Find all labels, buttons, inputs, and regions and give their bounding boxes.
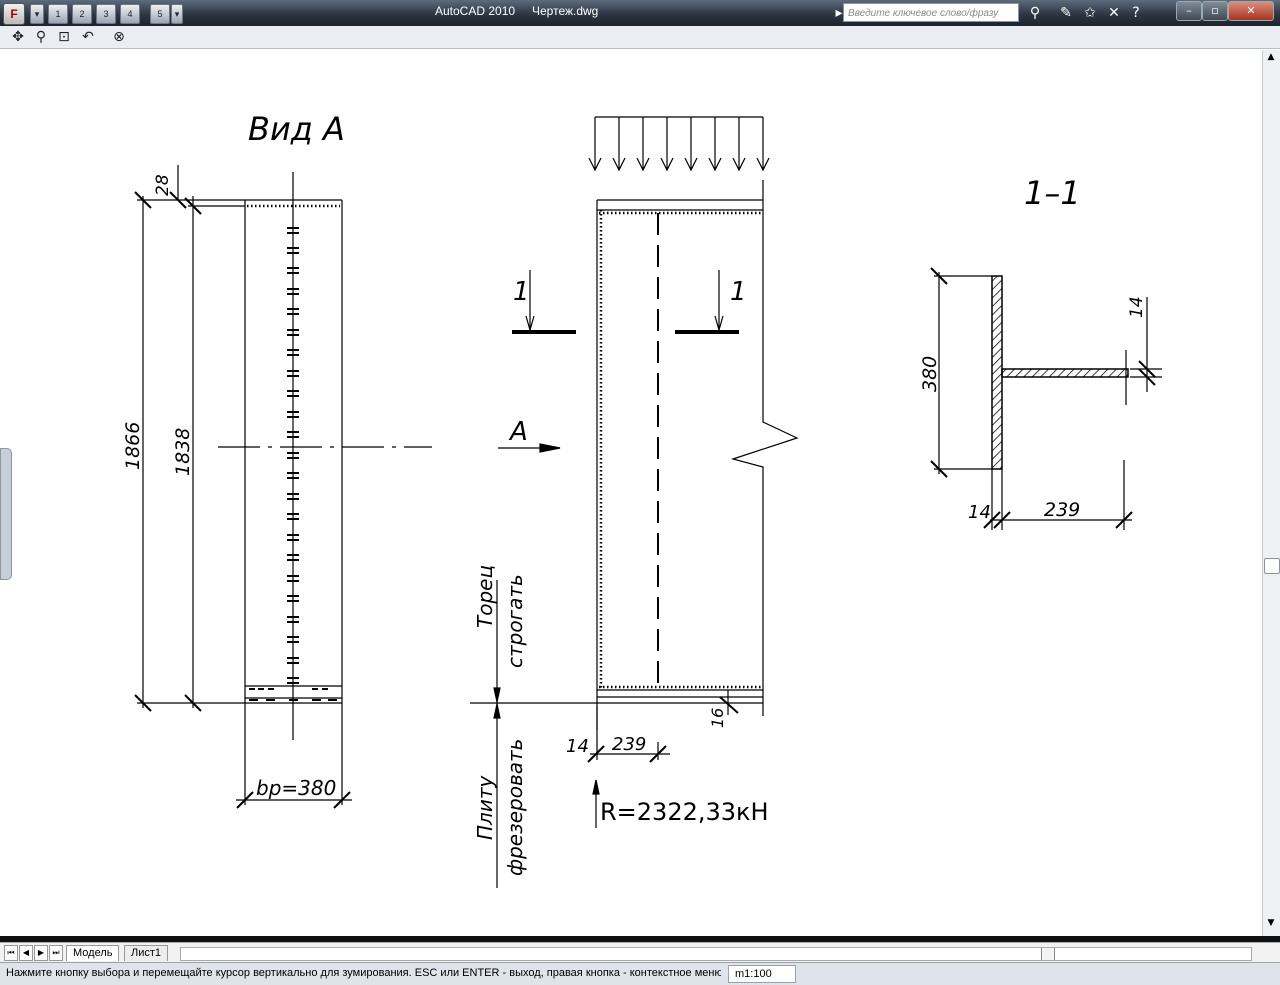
dim-1838-label: 1838 [172, 428, 194, 476]
view-arrow-label: А [508, 417, 528, 447]
app-title: AutoCAD 2010 [435, 4, 516, 18]
help-icon[interactable]: ? [1132, 5, 1140, 21]
tab-sheet1[interactable]: Лист1 [124, 945, 169, 961]
first-tab-icon[interactable]: ⏮ [4, 945, 18, 961]
dim-1866-label: 1866 [122, 422, 144, 470]
note-bottom-line-2: фрезеровать [503, 739, 527, 876]
quick-access-button-1[interactable]: 1 [48, 4, 68, 24]
note-bottom-line-1: Плиту [473, 775, 497, 840]
tools-icon[interactable]: ✎ [1060, 5, 1072, 21]
dim-16-label: 16 [708, 708, 727, 728]
application-menu-button[interactable]: F [3, 3, 25, 25]
dim-14-label: 14 [566, 736, 589, 757]
file-title: Чертеж.dwg [532, 4, 599, 18]
title-bar: F ▾ 1 2 3 4 5 ▾ AutoCAD 2010 Чертеж.dwg … [0, 0, 1280, 26]
zoom-realtime-icon[interactable]: ⚲ [35, 29, 47, 45]
note-top-line-2: строгать [503, 574, 527, 668]
sec-dim-14-bottom-label: 14 [968, 502, 991, 523]
last-tab-icon[interactable]: ⏭ [49, 945, 63, 961]
quick-access-button-2[interactable]: 2 [72, 4, 92, 24]
maximize-button[interactable]: ▫ [1202, 1, 1228, 21]
scroll-thumb[interactable] [1264, 558, 1280, 574]
drawing-canvas[interactable]: Вид А 28 1866 1838 bp=380 1 1 А Торец ст… [0, 50, 1262, 934]
sec-dim-14-top-label: 14 [1127, 296, 1147, 318]
close-zoom-icon[interactable]: ⊗ [113, 29, 125, 45]
status-bar: Нажмите кнопку выбора и перемещайте курс… [0, 962, 1280, 985]
scroll-down-icon[interactable]: ▼ [1267, 918, 1275, 928]
palette-handle[interactable] [0, 448, 12, 580]
zoom-toolbar: ✥ ⚲ ⊡ ↶ ⊗ [0, 26, 1280, 49]
pan-icon[interactable]: ✥ [12, 29, 24, 45]
zoom-previous-icon[interactable]: ↶ [82, 29, 94, 45]
section-mark-right: 1 [730, 277, 747, 307]
view-a-title: Вид А [248, 110, 345, 148]
vertical-scrollbar[interactable]: ▲ ▼ [1262, 50, 1280, 936]
sec-dim-380-label: 380 [919, 356, 941, 392]
horizontal-scrollbar[interactable] [180, 947, 1252, 961]
next-tab-icon[interactable]: ▶ [34, 945, 48, 961]
expand-arrow-icon[interactable]: ▸ [835, 5, 843, 21]
dim-28-label: 28 [153, 174, 173, 196]
section-title: 1–1 [1024, 174, 1081, 212]
section-mark-left: 1 [513, 277, 530, 307]
reaction-label: R=2322,33кН [600, 798, 769, 826]
minimize-button[interactable]: – [1176, 1, 1202, 21]
layout-tabs-bar: ⏮ ◀ ▶ ⏭ Модель Лист1 [0, 942, 1280, 963]
divider [0, 936, 1280, 942]
dropdown-icon[interactable]: ▾ [171, 4, 183, 24]
tab-model[interactable]: Модель [66, 945, 120, 961]
note-top-line-1: Торец [473, 565, 497, 628]
scale-indicator[interactable]: m1:100 [728, 965, 796, 983]
zoom-window-icon[interactable]: ⊡ [58, 29, 70, 45]
dropdown-icon[interactable]: ▾ [30, 4, 44, 24]
search-input[interactable]: Введите ключевое слово/фразу [843, 3, 1019, 22]
quick-access-button-5[interactable]: 5 [150, 4, 170, 24]
sec-dim-239-label: 239 [1044, 499, 1080, 521]
star-icon[interactable]: ✩ [1084, 5, 1096, 21]
dim-239-label: 239 [612, 734, 646, 755]
status-message: Нажмите кнопку выбора и перемещайте курс… [6, 967, 721, 979]
quick-access-button-4[interactable]: 4 [120, 4, 140, 24]
scroll-up-icon[interactable]: ▲ [1267, 52, 1275, 62]
dim-bp-label: bp=380 [256, 776, 336, 800]
binoculars-icon[interactable]: ⚲ [1029, 5, 1041, 21]
drawing-svg: Вид А 28 1866 1838 bp=380 1 1 А Торец ст… [122, 110, 1162, 888]
prev-tab-icon[interactable]: ◀ [19, 945, 33, 961]
quick-access-button-3[interactable]: 3 [96, 4, 116, 24]
horizontal-scroll-thumb[interactable] [1041, 948, 1055, 960]
exchange-icon[interactable]: ✕ [1108, 5, 1120, 21]
close-button[interactable]: ✕ [1228, 1, 1274, 21]
